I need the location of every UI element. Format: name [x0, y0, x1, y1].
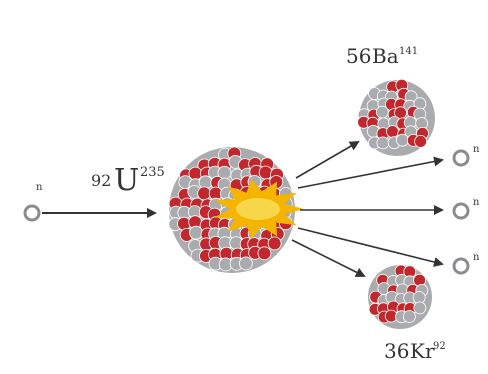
uranium-mass-number: 235 — [140, 165, 165, 180]
released-neutron-label: n — [473, 197, 480, 208]
incoming-neutron: n — [23, 182, 43, 222]
krypton-atomic-number: 36 — [384, 339, 409, 363]
proton — [386, 125, 399, 139]
neutron — [375, 105, 389, 119]
released-neutron-3: n — [452, 252, 480, 275]
released-neutron-label: n — [473, 252, 480, 263]
uranium-symbol: U — [114, 163, 139, 198]
released-neutron-circle — [452, 202, 470, 220]
barium-symbol: Ba — [372, 44, 399, 68]
uranium-label: 92 U 235 — [91, 163, 165, 198]
barium-label: 56 Ba 141 — [346, 44, 418, 68]
proton — [197, 186, 212, 201]
released-neutron-label: n — [473, 144, 480, 155]
incoming-neutron-label: n — [36, 182, 43, 193]
neutron — [376, 136, 390, 150]
barium-nucleus — [357, 78, 435, 156]
arrow-to-neutron-1 — [297, 156, 444, 189]
krypton-symbol: Kr — [410, 339, 435, 363]
arrow-to-barium — [295, 140, 360, 179]
arrow-to-krypton — [291, 239, 366, 277]
krypton-label: 36 Kr 92 — [384, 339, 446, 363]
barium-mass-number: 141 — [399, 46, 418, 57]
krypton-nucleus — [368, 264, 432, 329]
neutron — [396, 133, 409, 147]
barium-atomic-number: 56 — [346, 44, 371, 68]
incoming-neutron-circle — [23, 204, 41, 222]
neutron — [413, 301, 427, 315]
uranium-atomic-number: 92 — [91, 171, 111, 190]
proton — [257, 246, 272, 261]
arrow-to-neutron-3 — [297, 227, 444, 267]
neutron — [238, 256, 253, 271]
krypton-mass-number: 92 — [433, 341, 446, 352]
proton — [258, 165, 273, 180]
proton — [414, 134, 428, 148]
neutron — [189, 225, 203, 240]
energy-core — [236, 198, 280, 220]
proton — [267, 236, 282, 251]
released-neutron-2: n — [452, 197, 480, 220]
released-neutron-circle — [452, 257, 470, 275]
released-neutron-1: n — [452, 144, 480, 167]
released-neutron-circle — [452, 149, 470, 167]
neutron — [402, 310, 416, 323]
